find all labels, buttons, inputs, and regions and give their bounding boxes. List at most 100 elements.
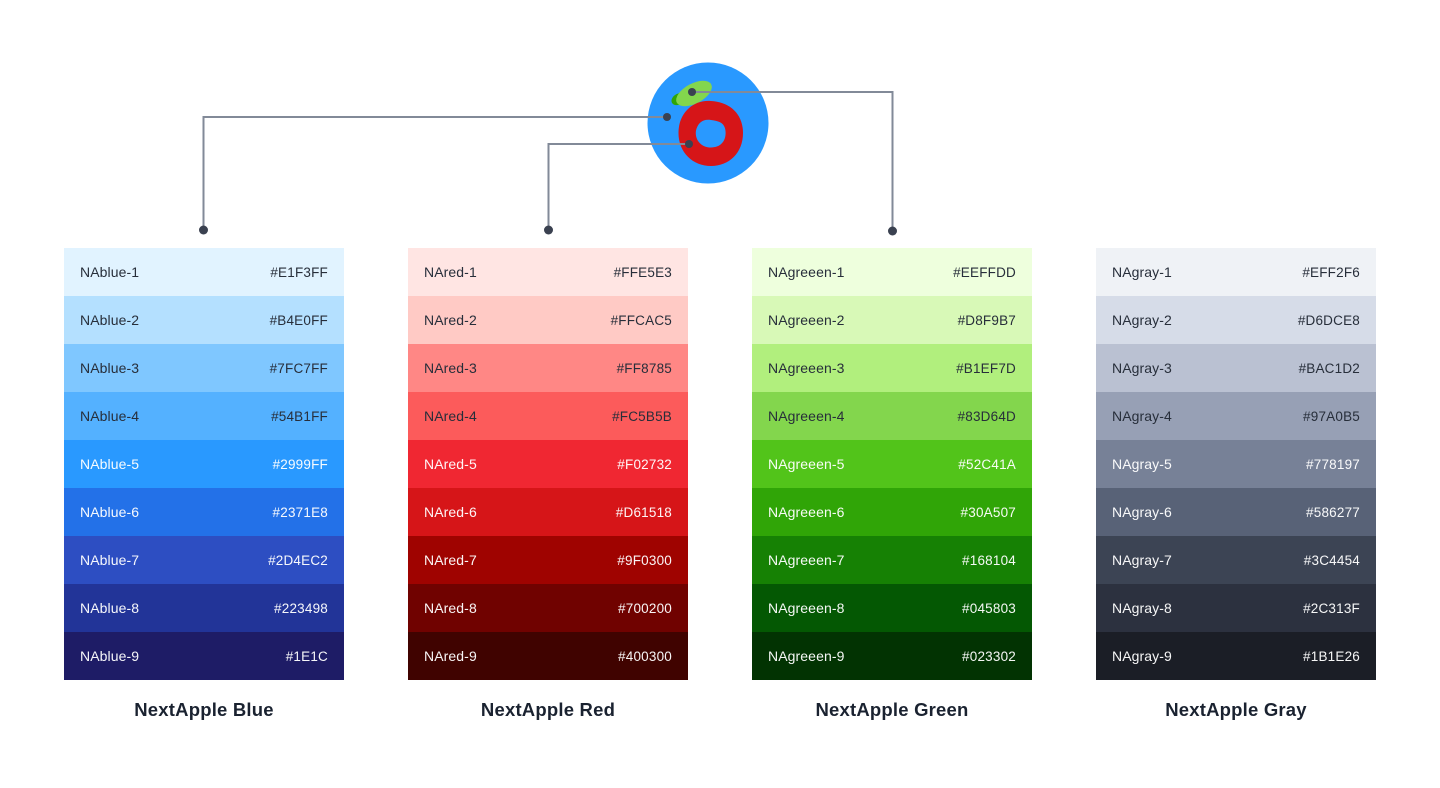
swatch-row: NAgray-4 #97A0B5 bbox=[1096, 392, 1376, 440]
swatch-name: NAgray-8 bbox=[1112, 600, 1172, 616]
apple-ring-icon bbox=[678, 100, 743, 166]
swatch-hex: #B4E0FF bbox=[269, 312, 328, 328]
swatch-row: NAgreeen-1 #EEFFDD bbox=[752, 248, 1032, 296]
swatch-row: NAgray-8 #2C313F bbox=[1096, 584, 1376, 632]
connector-red-line bbox=[547, 143, 689, 229]
swatch-hex: #FF8785 bbox=[616, 360, 672, 376]
connector-dots bbox=[199, 88, 897, 236]
swatch-list: NAblue-1 #E1F3FF NAblue-2 #B4E0FF NAblue-3 #7… bbox=[64, 248, 344, 680]
swatch-hex: #700200 bbox=[618, 600, 672, 616]
swatch-row: NAgray-6#586277 bbox=[1096, 488, 1376, 536]
swatch-row: NAblue-6 #2371E8 bbox=[64, 488, 344, 536]
swatch-name: NAred-4 bbox=[424, 408, 477, 424]
swatch-hex: #52C41A bbox=[958, 456, 1016, 472]
swatch-row: NAgreeen-2 #D8F9B7 bbox=[752, 296, 1032, 344]
swatch-hex: #97A0B5 bbox=[1303, 408, 1360, 424]
swatch-row: NAred-7#9F0300 bbox=[408, 536, 688, 584]
swatch-hex: #7FC7FF bbox=[269, 360, 328, 376]
swatch-row: NAred-1#FFE5E3 bbox=[408, 248, 688, 296]
palette-title: NextApple Blue bbox=[134, 699, 274, 720]
palette-title: NextApple Red bbox=[480, 699, 616, 720]
swatch-hex: #2C313F bbox=[1303, 600, 1360, 616]
palette-title: NextApple Green bbox=[815, 699, 969, 720]
swatch-hex: #E1F3FF bbox=[270, 264, 328, 280]
swatch-name: NAgray-1 bbox=[1112, 264, 1172, 280]
swatch-row: NAgray-7 #3C4454 bbox=[1096, 536, 1376, 584]
swatch-row: NAblue-3 #7FC7FF bbox=[64, 344, 344, 392]
swatch-name: NAred-8 bbox=[424, 600, 477, 616]
swatch-name: NAblue-1 bbox=[80, 264, 140, 280]
swatch-row: NAblue-7#2D4EC2 bbox=[64, 536, 344, 584]
swatch-hex: #54B1FF bbox=[271, 408, 328, 424]
swatch-name: NAgreeen-3 bbox=[768, 360, 845, 376]
swatch-name: NAgreeen-5 bbox=[768, 456, 845, 472]
swatch-name: NAgray-5 bbox=[1112, 456, 1172, 472]
swatch-name: NAgreeen-8 bbox=[768, 600, 845, 616]
swatch-name: NAgray-4 bbox=[1112, 408, 1172, 424]
swatch-hex: #D8F9B7 bbox=[957, 312, 1016, 328]
swatch-row: NAred-5#F02732 bbox=[408, 440, 688, 488]
swatch-name: NAred-6 bbox=[424, 504, 477, 520]
swatch-hex: #2371E8 bbox=[272, 504, 328, 520]
leaf-icon bbox=[676, 80, 712, 107]
swatch-hex: #D61518 bbox=[615, 504, 672, 520]
swatch-name: NAred-2 bbox=[424, 312, 477, 328]
swatch-row: NAgray-2#D6DCE8 bbox=[1096, 296, 1376, 344]
dot-above-red-column bbox=[544, 225, 553, 235]
swatch-row: NAblue-4 #54B1FF bbox=[64, 392, 344, 440]
swatch-name: NAblue-9 bbox=[80, 648, 140, 664]
swatch-name: NAgray-3 bbox=[1112, 360, 1172, 376]
swatch-row: NAred-2 #FFCAC5 bbox=[408, 296, 688, 344]
swatch-name: NAgreeen-9 bbox=[768, 648, 845, 664]
swatch-hex: #EFF2F6 bbox=[1302, 264, 1360, 280]
swatch-row: NAgreeen-6#30A507 bbox=[752, 488, 1032, 536]
swatch-name: NAgreeen-1 bbox=[768, 264, 845, 280]
swatch-hex: #168104 bbox=[962, 552, 1016, 568]
dot-on-apple bbox=[685, 140, 693, 148]
swatch-row: NAgreeen-4#83D64D bbox=[752, 392, 1032, 440]
palette-column: NAblue-1 #E1F3FF NAblue-2 #B4E0FF NAblue-3 #7… bbox=[64, 248, 344, 721]
swatch-hex: #223498 bbox=[274, 600, 328, 616]
dot-on-circle bbox=[663, 113, 671, 121]
connector-lines bbox=[202, 91, 894, 230]
swatch-hex: #B1EF7D bbox=[956, 360, 1016, 376]
logo-circle bbox=[647, 62, 769, 184]
swatch-row: NAgreeen-5 #52C41A bbox=[752, 440, 1032, 488]
swatch-hex: #FFCAC5 bbox=[610, 312, 672, 328]
swatch-hex: #EEFFDD bbox=[953, 264, 1016, 280]
connector-blue-line bbox=[202, 116, 667, 229]
swatch-name: NAblue-6 bbox=[80, 504, 140, 520]
swatch-name: NAblue-3 bbox=[80, 360, 140, 376]
swatch-row: NAgreeen-7 #168104 bbox=[752, 536, 1032, 584]
connector-green-line bbox=[692, 91, 894, 230]
swatch-name: NAblue-8 bbox=[80, 600, 140, 616]
swatch-row: NAgreeen-3 #B1EF7D bbox=[752, 344, 1032, 392]
swatch-name: NAgreeen-7 bbox=[768, 552, 845, 568]
palette-title: NextApple Gray bbox=[1165, 699, 1307, 720]
swatch-name: NAgray-9 bbox=[1112, 648, 1172, 664]
swatch-row: NAgray-3#BAC1D2 bbox=[1096, 344, 1376, 392]
swatch-row: NAred-8 #700200 bbox=[408, 584, 688, 632]
swatch-row: NAblue-5#2999FF bbox=[64, 440, 344, 488]
swatch-row: NAblue-9#1E1C bbox=[64, 632, 344, 680]
swatch-hex: #FC5B5B bbox=[612, 408, 672, 424]
swatch-hex: #2D4EC2 bbox=[268, 552, 328, 568]
swatch-name: NAblue-4 bbox=[80, 408, 140, 424]
swatch-row: NAgray-1 #EFF2F6 bbox=[1096, 248, 1376, 296]
swatch-name: NAgray-7 bbox=[1112, 552, 1172, 568]
swatch-row: NAgray-5 #778197 bbox=[1096, 440, 1376, 488]
swatch-name: NAblue-2 bbox=[80, 312, 140, 328]
swatch-hex: #586277 bbox=[1306, 504, 1360, 520]
swatch-row: NAgray-9 #1B1E26 bbox=[1096, 632, 1376, 680]
swatch-hex: #778197 bbox=[1306, 456, 1360, 472]
swatch-hex: #3C4454 bbox=[1303, 552, 1360, 568]
leaf-stem-icon bbox=[671, 92, 687, 106]
swatch-row: NAblue-2 #B4E0FF bbox=[64, 296, 344, 344]
swatch-name: NAgreeen-2 bbox=[768, 312, 845, 328]
swatch-hex: #1B1E26 bbox=[1303, 648, 1360, 664]
swatch-name: NAgray-2 bbox=[1112, 312, 1172, 328]
